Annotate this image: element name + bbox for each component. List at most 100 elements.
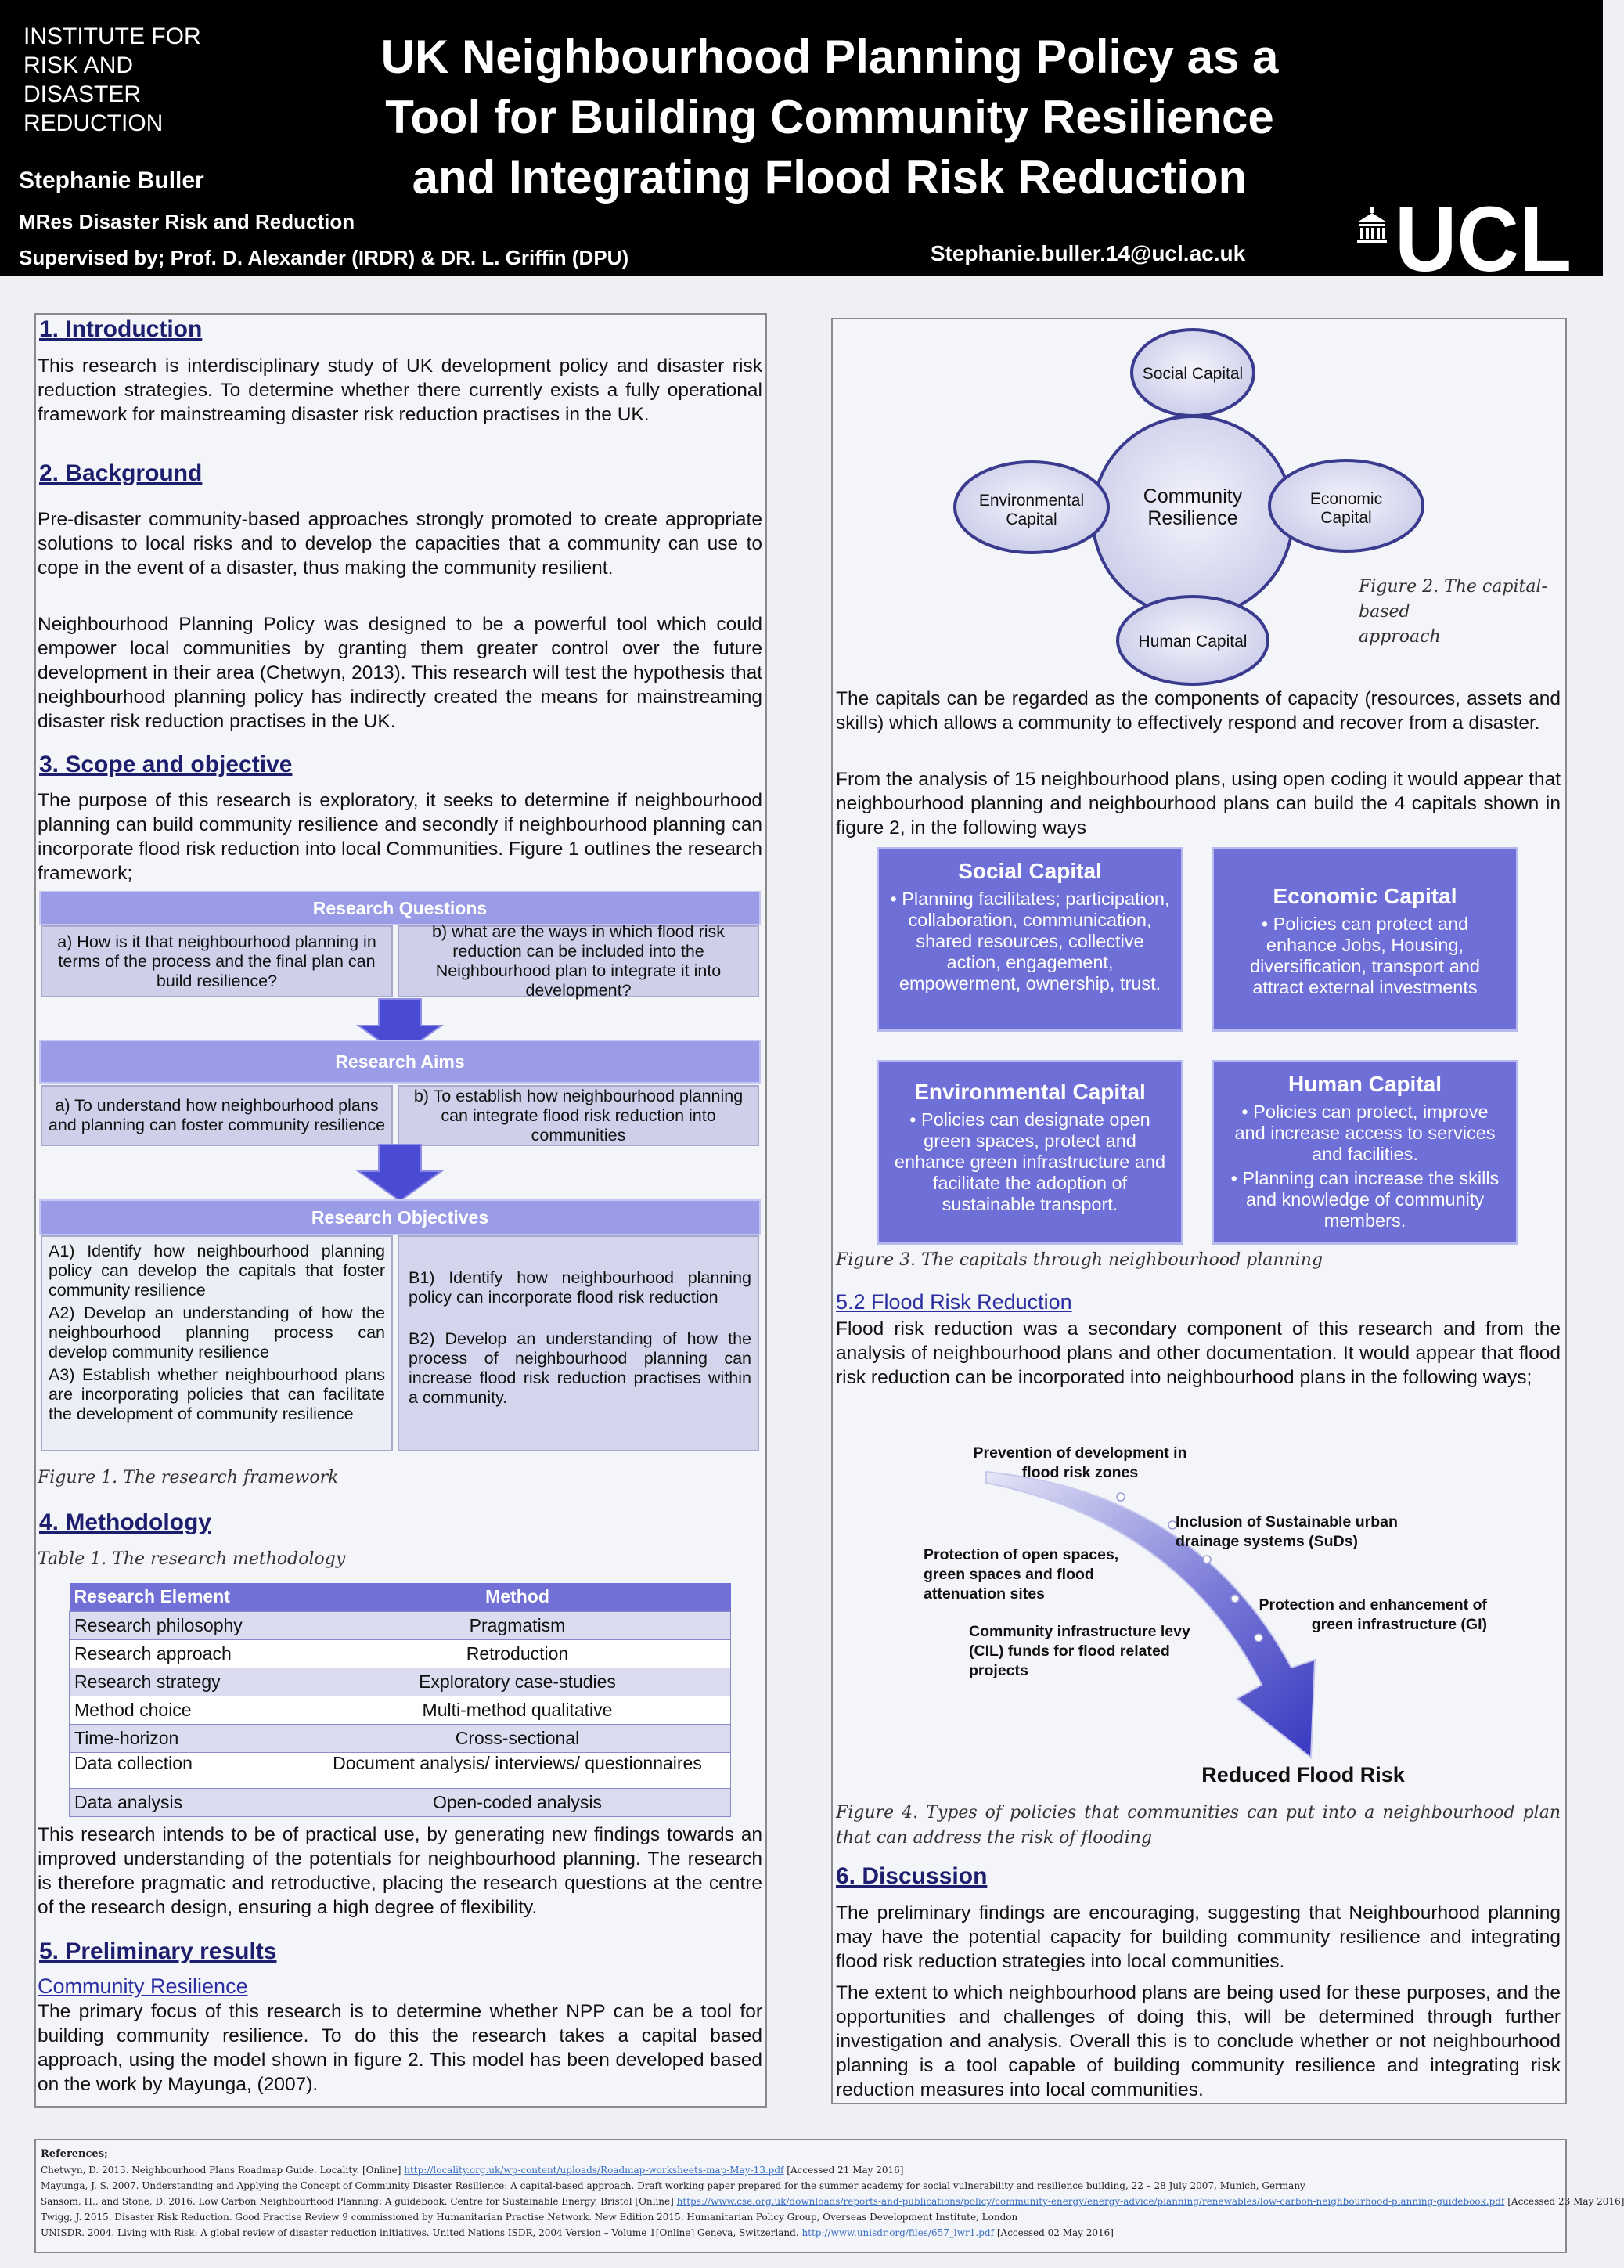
results-text: The primary focus of this research is to… (38, 2001, 762, 2095)
background-paragraph-1: Pre-disaster community-based approaches … (38, 509, 762, 579)
flood-risk-text: Flood risk reduction was a secondary com… (836, 1318, 1561, 1388)
reference-link[interactable]: https://www.cse.org.uk/downloads/reports… (676, 2196, 1505, 2207)
bullet-dot-icon (1254, 1633, 1263, 1642)
human-capital-box: Human Capital • Policies can protect, im… (1212, 1060, 1518, 1245)
results-heading: 5. Preliminary results (39, 1938, 277, 1964)
figure-1-caption: Figure 1. The research framework (38, 1468, 339, 1487)
research-questions-band: Research Questions (39, 891, 761, 925)
background-paragraph-2: Neighbourhood Planning Policy was design… (38, 614, 762, 732)
figure-4-caption: Figure 4. Types of policies that communi… (836, 1803, 1561, 1848)
methodology-text: This research intends to be of practical… (38, 1824, 762, 1918)
flood-risk-subheading: 5.2 Flood Risk Reduction (836, 1290, 1072, 1314)
question-b: b) what are the ways in which flood risk… (398, 922, 759, 1000)
poster-title: UK Neighbourhood Planning Policy as a To… (380, 31, 1279, 204)
node-label: Community (1143, 485, 1243, 507)
degree: MRes Disaster Risk and Reduction (19, 210, 355, 233)
reference-item: Sansom, H., and Stone, D. 2016. Low Carb… (41, 2196, 1624, 2207)
environmental-capital-node (953, 460, 1110, 554)
curved-arrow-icon (985, 1470, 1316, 1760)
background-heading: 2. Background (39, 460, 203, 486)
flood-policy-diagram: Prevention of development in flood risk … (924, 1444, 1488, 1787)
objectives-a: A1) Identify how neighbourhood planning … (41, 1235, 393, 1451)
discussion-paragraph-1: The preliminary findings are encouraging… (836, 1902, 1561, 1972)
flood-policy-label: Community infrastructure levy (969, 1623, 1190, 1640)
aim-b: b) To establish how neighbourhood planni… (398, 1085, 759, 1146)
capitals-paragraph-2: From the analysis of 15 neighbourhood pl… (836, 769, 1561, 838)
objective-b1: B1) Identify how neighbourhood planning … (409, 1268, 751, 1307)
methodology-table: Research Element Method Research philoso… (69, 1583, 731, 1817)
reference-item: UNISDR. 2004. Living with Risk: A global… (41, 2227, 1114, 2238)
node-label: Economic (1310, 490, 1382, 508)
question-a: a) How is it that neighbourhood planning… (41, 925, 393, 997)
objective-a1: A1) Identify how neighbourhood planning … (49, 1242, 385, 1300)
economic-capital-node (1268, 459, 1424, 553)
flood-policy-label: (CIL) funds for flood related (969, 1642, 1170, 1660)
methodology-heading: 4. Methodology (39, 1509, 211, 1535)
scope-text: The purpose of this research is explorat… (38, 790, 763, 884)
poster-header: INSTITUTE FOR RISK AND DISASTER REDUCTIO… (0, 0, 1603, 291)
objective-a3: A3) Establish whether neighbourhood plan… (49, 1365, 385, 1423)
author-name: Stephanie Buller (19, 168, 204, 193)
node-label: Capital (1320, 509, 1371, 527)
portico-icon (1357, 207, 1387, 243)
institute-name: INSTITUTE FOR RISK AND DISASTER REDUCTIO… (23, 23, 201, 136)
table-1-caption: Table 1. The research methodology (38, 1549, 346, 1569)
scope-heading: 3. Scope and objective (39, 752, 293, 777)
flood-policy-label: Protection of open spaces, (924, 1546, 1118, 1563)
economic-capital-box: Economic Capital • Policies can protect … (1212, 847, 1518, 1032)
references-heading: References; (41, 2148, 108, 2160)
flood-policy-label: projects (969, 1662, 1028, 1679)
discussion-paragraph-2: The extent to which neighbourhood plans … (836, 1982, 1561, 2100)
column-header: Research Element (69, 1583, 304, 1611)
ucl-logo: UCL (1357, 188, 1572, 291)
introduction-text: This research is interdisciplinary study… (38, 355, 762, 425)
research-aims-band: Research Aims (39, 1040, 761, 1084)
capital-based-approach-diagram: Community Resilience Social Capital Envi… (953, 328, 1424, 686)
supervisors: Supervised by; Prof. D. Alexander (IRDR)… (19, 246, 629, 269)
table-header-row: Research Element Method (69, 1583, 731, 1611)
reference-item: Mayunga, J. S. 2007. Understanding and A… (41, 2180, 1305, 2191)
community-resilience-subheading: Community Resilience (38, 1974, 248, 1998)
human-capital-node (1116, 595, 1269, 686)
node-label: Capital (1006, 510, 1057, 528)
social-capital-box: Social Capital • Planning facilitates; p… (877, 847, 1183, 1032)
flood-policy-label: green infrastructure (GI) (1312, 1616, 1487, 1633)
flood-policy-label: Inclusion of Sustainable urban (1176, 1513, 1398, 1531)
reduced-flood-risk-label: Reduced Flood Risk (1201, 1763, 1406, 1787)
flood-policy-label: flood risk zones (1022, 1464, 1139, 1481)
objectives-b: B1) Identify how neighbourhood planning … (398, 1235, 759, 1451)
research-framework: Research Questions a) How is it that nei… (38, 889, 762, 1469)
node-label: Social Capital (1143, 365, 1243, 383)
objective-b2: B2) Develop an understanding of how the … (409, 1329, 751, 1407)
node-label: Resilience (1147, 507, 1237, 529)
flood-policy-label: Prevention of development in (973, 1444, 1186, 1462)
discussion-heading: 6. Discussion (836, 1863, 988, 1889)
node-label: Human Capital (1139, 633, 1248, 651)
reference-link[interactable]: http://www.unisdr.org/files/657_lwr1.pdf (801, 2227, 995, 2238)
bullet-dot-icon (1116, 1492, 1125, 1502)
bullet-dot-icon (1202, 1555, 1212, 1564)
introduction-heading: 1. Introduction (39, 316, 203, 342)
author-email: Stephanie.buller.14@ucl.ac.uk (930, 241, 1246, 265)
logo-text: UCL (1395, 188, 1572, 291)
social-capital-node (1130, 328, 1255, 417)
reference-link[interactable]: http://locality.org.uk/wp-content/upload… (404, 2165, 784, 2176)
flood-policy-label: green spaces and flood (924, 1566, 1094, 1583)
research-objectives-band: Research Objectives (39, 1199, 761, 1235)
flood-policy-label: attenuation sites (924, 1585, 1045, 1603)
flood-policy-label: drainage systems (SuDs) (1176, 1533, 1358, 1550)
figure-3-caption: Figure 3. The capitals through neighbour… (836, 1250, 1323, 1270)
aim-a: a) To understand how neighbourhood plans… (41, 1085, 393, 1146)
flood-policy-label: Protection and enhancement of (1259, 1596, 1488, 1614)
figure-2-caption: Figure 2. The capital-based approach (1359, 577, 1547, 647)
column-header: Method (304, 1583, 731, 1611)
node-label: Environmental (979, 492, 1084, 510)
environmental-capital-box: Environmental Capital • Policies can des… (877, 1060, 1183, 1245)
reference-item: Chetwyn, D. 2013. Neighbourhood Plans Ro… (41, 2165, 904, 2176)
